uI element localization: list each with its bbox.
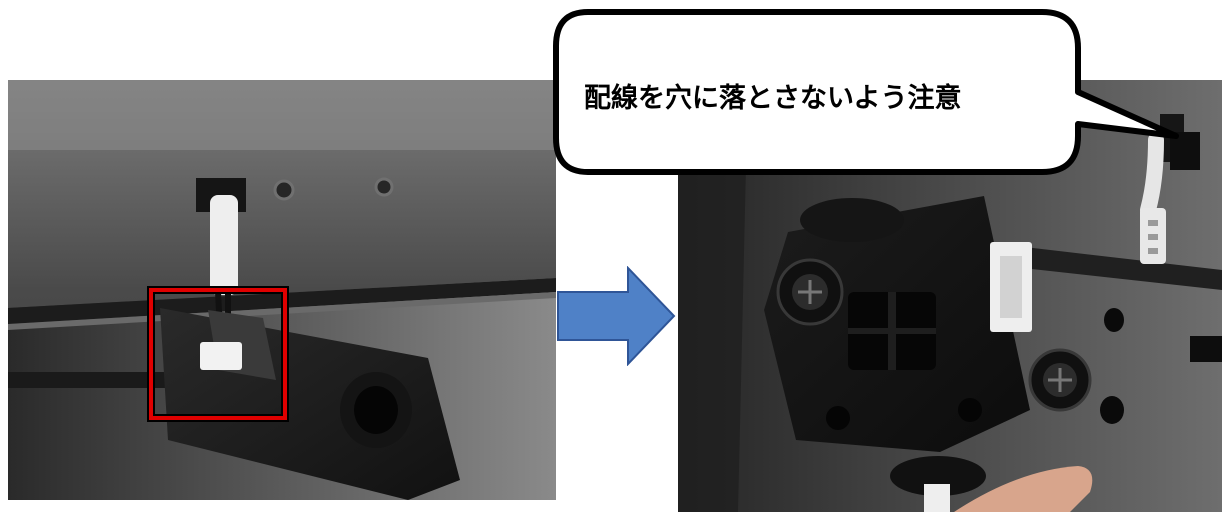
photo-before-drawing: [8, 80, 556, 500]
speech-bubble: [550, 8, 1222, 180]
callout-text: 配線を穴に落とさないよう注意: [584, 83, 962, 114]
right-arrow-icon: [556, 265, 678, 367]
highlight-box: [149, 288, 287, 420]
photo-before: [8, 80, 556, 500]
